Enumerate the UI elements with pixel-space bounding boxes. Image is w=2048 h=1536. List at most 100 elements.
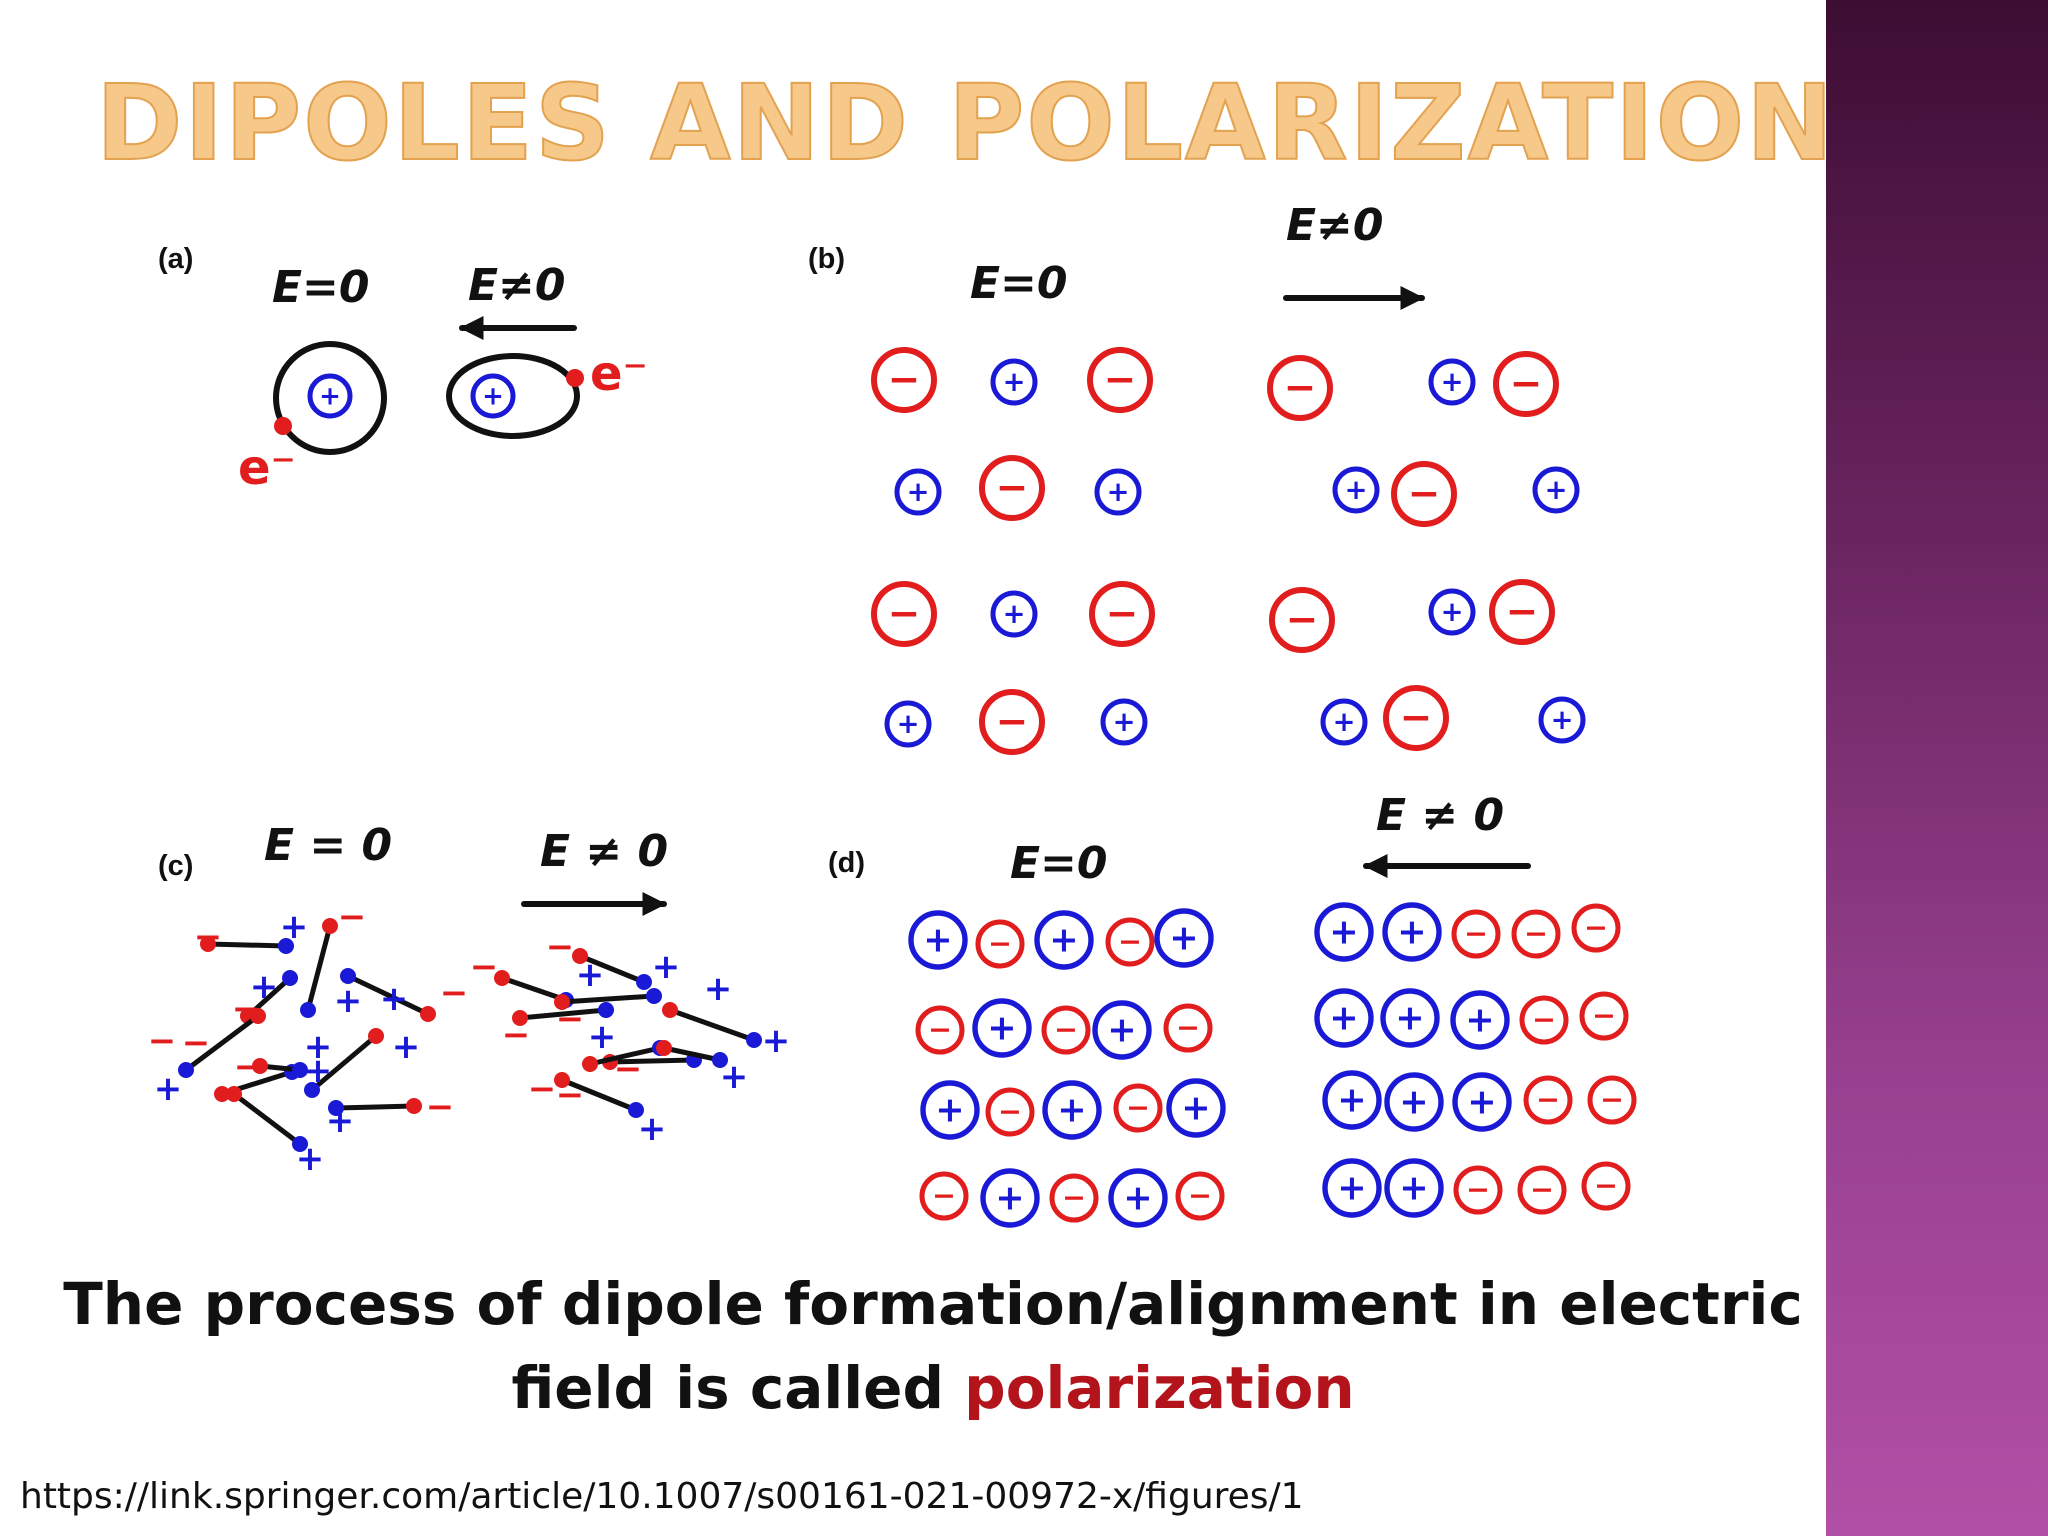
dipole: [656, 1040, 728, 1068]
dipole: [662, 1002, 762, 1048]
ion-ring: [307, 373, 353, 419]
positive-ion: +: [1108, 1168, 1168, 1228]
ion-sign: +: [1113, 707, 1136, 738]
ion-ring: [1383, 685, 1449, 751]
minus-sign: −: [148, 1021, 177, 1061]
ion-ring: [1332, 466, 1380, 514]
dipole-bond: [561, 1077, 637, 1113]
ion-ring: [470, 373, 516, 419]
positive-ion: +: [1042, 1080, 1102, 1140]
ion-ring: [919, 1171, 969, 1221]
ion-sign: +: [1057, 1089, 1086, 1130]
negative-ion: −: [1523, 1075, 1573, 1125]
plus-sign: +: [720, 1057, 749, 1097]
ion-sign: +: [1003, 367, 1026, 398]
dipole: [328, 1098, 422, 1116]
ion-sign: +: [1467, 1081, 1496, 1122]
ion-sign: −: [1054, 1012, 1078, 1046]
dipole-bond: [589, 1045, 661, 1067]
ion-ring: [1163, 1003, 1213, 1053]
negative-ion: −: [975, 919, 1025, 969]
positive-ion: +: [990, 358, 1038, 406]
negative-ion: −: [1453, 1165, 1503, 1215]
minus-sign: −: [234, 1047, 263, 1087]
plus-sign: +: [334, 981, 363, 1021]
dipole-positive-end: [282, 970, 298, 986]
negative-ion: −: [1113, 1083, 1163, 1133]
ion-sign: +: [1181, 1087, 1210, 1128]
plus-sign: +: [704, 969, 733, 1009]
minus-sign: −: [614, 1049, 643, 1089]
ion-sign: −: [1106, 592, 1139, 637]
negative-ion: −: [919, 1171, 969, 1221]
ion-ring: [871, 347, 937, 413]
negative-ion: −: [1105, 917, 1155, 967]
ion-ring: [1087, 347, 1153, 413]
negative-ion: −: [979, 689, 1045, 755]
slide-title: DIPOLES AND POLARIZATION: [95, 61, 1836, 185]
negative-ion: −: [1089, 581, 1155, 647]
ion-ring: [1493, 351, 1559, 417]
panel-c-right-condition: E ≠ 0: [540, 826, 668, 877]
positive-ion: +: [1154, 908, 1214, 968]
ion-ring: [1042, 1080, 1102, 1140]
ion-sign: −: [1532, 1002, 1556, 1036]
panel-a-atoms: ++: [273, 341, 584, 455]
dipole-negative-end: [494, 970, 510, 986]
ion-sign: −: [988, 926, 1012, 960]
electron-label-right: e⁻: [590, 346, 648, 402]
ion-ring: [1269, 587, 1335, 653]
ion-sign: +: [482, 381, 504, 411]
ion-sign: +: [1345, 475, 1368, 506]
ion-ring: [908, 910, 968, 970]
ion-sign: −: [1464, 916, 1488, 950]
dipole-positive-end: [328, 1100, 344, 1116]
minus-sign: −: [426, 1087, 455, 1127]
ion-sign: −: [928, 1012, 952, 1046]
ion-sign: +: [923, 919, 952, 960]
source-link[interactable]: https://link.springer.com/article/10.100…: [20, 1476, 1304, 1517]
panel-b-label: (b): [808, 243, 845, 275]
positive-ion: +: [894, 468, 942, 516]
dipole-positive-end: [300, 1002, 316, 1018]
ion-ring: [1380, 988, 1440, 1048]
dipole-bond: [184, 1014, 260, 1072]
ion-ring: [1034, 910, 1094, 970]
dipole-negative-end: [582, 1056, 598, 1072]
ion-ring: [1452, 1072, 1512, 1132]
negative-ion: −: [1517, 1165, 1567, 1215]
ion-sign: +: [1049, 919, 1078, 960]
ion-ring: [1322, 1158, 1382, 1218]
ion-sign: +: [1003, 599, 1026, 630]
ion-sign: −: [1530, 1172, 1554, 1206]
ion-ring: [1320, 698, 1368, 746]
ion-ring: [1154, 908, 1214, 968]
minus-sign: −: [440, 973, 469, 1013]
dipole-positive-end: [636, 974, 652, 990]
panel-b: (b) E=0 E≠0: [808, 200, 1425, 310]
positive-ion: +: [1092, 1000, 1152, 1060]
panel-d: (d) E=0 E ≠ 0: [828, 790, 1531, 889]
plus-sign: +: [762, 1021, 791, 1061]
ion-ring: [1267, 355, 1333, 421]
ion-ring: [1322, 1070, 1382, 1130]
negative-ion: −: [1579, 991, 1629, 1041]
positive-ion: +: [990, 590, 1038, 638]
ion-sign: −: [1594, 1168, 1618, 1202]
ion-ring: [985, 1087, 1035, 1137]
dipole: [554, 988, 662, 1010]
plus-sign: +: [250, 967, 279, 1007]
positive-ion: +: [972, 998, 1032, 1058]
positive-ion: +: [1532, 466, 1580, 514]
positive-ion: +: [1322, 1158, 1382, 1218]
negative-ion: −: [1391, 461, 1457, 527]
plus-sign: +: [576, 955, 605, 995]
ion-sign: −: [932, 1178, 956, 1212]
positive-ion: +: [1100, 698, 1148, 746]
minus-sign: −: [182, 1023, 211, 1063]
plus-sign: +: [304, 1051, 333, 1091]
negative-ion: −: [1163, 1003, 1213, 1053]
negative-ion: −: [1049, 1173, 1099, 1223]
ion-sign: +: [935, 1089, 964, 1130]
ion-ring: [1450, 990, 1510, 1050]
